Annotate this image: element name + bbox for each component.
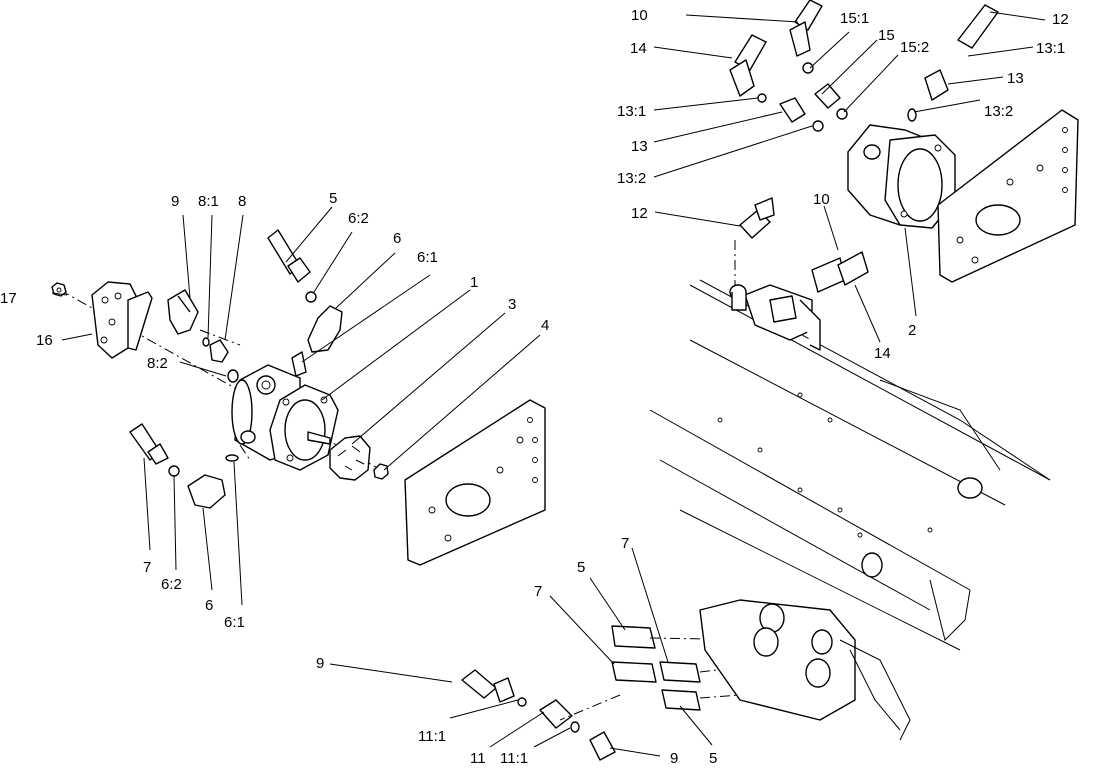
callout-13-1-right: 13:1	[1036, 40, 1065, 57]
callout-8-1: 8:1	[198, 193, 219, 210]
upper-hose-fitting	[267, 229, 343, 377]
callout-11: 11	[470, 750, 486, 767]
callout-11-1-left: 11:1	[418, 728, 446, 745]
callout-8: 8	[238, 193, 246, 210]
callout-6-lower: 6	[205, 597, 213, 614]
callout-12-top: 12	[1052, 11, 1069, 28]
fitting-stack-8-9	[167, 289, 239, 383]
coupling	[329, 435, 371, 481]
callout-5: 5	[329, 190, 337, 207]
callout-6-1-lower: 6:1	[224, 614, 245, 631]
callout-1: 1	[470, 274, 478, 291]
callout-3: 3	[508, 296, 516, 313]
callout-7-mid: 7	[534, 583, 542, 600]
callout-12-mid: 12	[631, 205, 648, 222]
nut	[51, 282, 67, 297]
callout-5-upper: 5	[577, 559, 585, 576]
callout-13-left: 13	[631, 138, 648, 155]
callout-7-top: 7	[621, 535, 629, 552]
callout-6-2-lower: 6:2	[161, 576, 182, 593]
mounting-plate-left	[404, 399, 546, 566]
callout-13-right: 13	[1007, 70, 1024, 87]
callout-14-mid: 14	[874, 345, 891, 362]
callout-labels: 17 16 9 8:1 8 8:2 5 6:2 6 6:1 1 3 4 7 6:…	[0, 7, 1069, 767]
callout-9: 9	[171, 193, 179, 210]
mounting-plate-right	[937, 109, 1079, 283]
callout-10-top: 10	[631, 7, 648, 24]
callout-10-mid: 10	[813, 191, 830, 208]
bottom-hose-assembly	[329, 547, 911, 761]
callout-11-1-right: 11:1	[500, 750, 528, 767]
callout-9-bottom: 9	[316, 655, 324, 672]
callout-5-lower: 5	[709, 750, 717, 767]
left-pump-assembly	[51, 206, 546, 606]
callout-8-2: 8:2	[147, 355, 168, 372]
mounting-bracket	[91, 281, 153, 359]
callout-15: 15	[878, 27, 895, 44]
callout-15-2: 15:2	[900, 39, 929, 56]
callout-17: 17	[0, 290, 17, 307]
callout-7: 7	[143, 559, 151, 576]
coupling-nut	[373, 463, 389, 480]
lower-hose-fitting	[129, 423, 239, 509]
right-pump-assembly	[653, 0, 1079, 317]
callout-14-top: 14	[630, 40, 647, 57]
callout-15-1: 15:1	[840, 10, 869, 27]
valve-and-frame	[649, 197, 1051, 651]
callout-6: 6	[393, 230, 401, 247]
hydraulic-pump	[231, 364, 339, 471]
callout-4: 4	[541, 317, 549, 334]
callout-16: 16	[36, 332, 53, 349]
callout-6-2: 6:2	[348, 210, 369, 227]
callout-2: 2	[908, 322, 916, 339]
callout-9-right: 9	[670, 750, 678, 767]
callout-13-2-right: 13:2	[984, 103, 1013, 120]
callout-13-1-left: 13:1	[617, 103, 646, 120]
callout-13-2-left: 13:2	[617, 170, 646, 187]
callout-6-1: 6:1	[417, 249, 438, 266]
